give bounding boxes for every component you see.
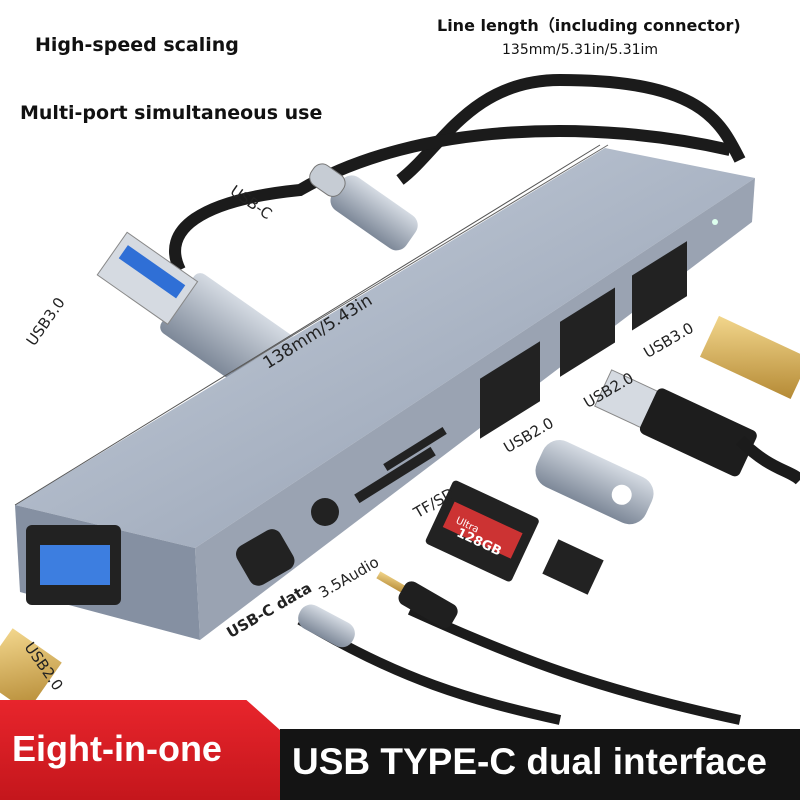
usb-c-cable-plug (298, 604, 355, 648)
audio-plug (376, 571, 458, 628)
banner-right (280, 729, 800, 800)
high-speed-heading: High-speed scaling (35, 34, 239, 56)
cable (169, 124, 732, 273)
sd-slot (354, 446, 436, 504)
usb-flash-gold-left (0, 628, 62, 712)
usb-flash-silver (535, 440, 654, 525)
line-length-title: Line length（including connector) (437, 16, 741, 35)
eight-in-one-text: Eight-in-one (12, 728, 222, 769)
led-indicator (712, 219, 718, 225)
dual-interface-text: USB TYPE-C dual interface (292, 741, 767, 782)
micro-sd-card (542, 539, 604, 595)
usb3-port (632, 241, 687, 331)
usb-c-port (236, 529, 295, 586)
multi-port-heading: Multi-port simultaneous use (20, 102, 323, 124)
usb2-port-1 (480, 341, 540, 439)
banner-left (0, 700, 280, 800)
usb-a-cable (594, 369, 757, 477)
audio-port (311, 498, 339, 526)
line-length-value: 135mm/5.31in/5.31im (502, 42, 659, 58)
usb2-port-2 (560, 287, 615, 377)
usb-c-plug (309, 163, 418, 251)
usb-flash-gold (699, 315, 800, 399)
tf-slot (383, 427, 447, 471)
sd-card (425, 480, 539, 582)
hub-top-face (15, 148, 755, 548)
